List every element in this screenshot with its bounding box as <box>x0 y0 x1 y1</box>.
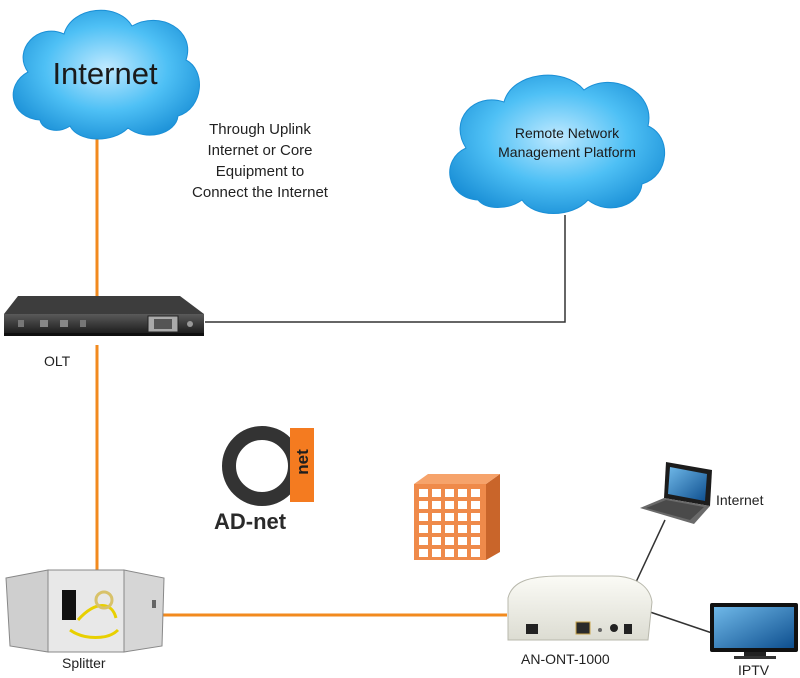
internet-cloud <box>12 9 200 140</box>
building-window <box>458 537 467 545</box>
building-window <box>419 549 428 557</box>
uplink-note-line-3: Equipment to <box>215 163 305 180</box>
tv-label: IPTV <box>738 662 770 678</box>
logo-brand-text: AD-net <box>214 509 287 534</box>
building-window <box>458 549 467 557</box>
uplink-note-line-1: Through Uplink <box>209 121 311 138</box>
adnet-logo <box>222 426 314 506</box>
mgmt-line-olt-platform <box>205 215 566 323</box>
logo-mark-text: net <box>293 449 312 475</box>
building-window <box>445 501 454 509</box>
building-window <box>471 525 480 533</box>
building-window <box>471 537 480 545</box>
building-icon <box>414 474 500 560</box>
logo-bar <box>290 428 314 502</box>
building-window <box>432 537 441 545</box>
ont-label: AN-ONT-1000 <box>521 651 610 667</box>
link-ont-tv <box>649 611 713 634</box>
uplink-note: Through Uplink Internet or Core Equipmen… <box>160 119 360 203</box>
building-window <box>419 489 428 497</box>
remote-platform-line-2: Management Platform <box>498 144 636 160</box>
splitter-cabinet <box>5 569 165 653</box>
building-window <box>419 513 428 521</box>
building-window <box>419 537 428 545</box>
ont-device <box>507 575 653 641</box>
building-window <box>458 513 467 521</box>
building-window <box>445 549 454 557</box>
building-window <box>471 501 480 509</box>
building-window <box>445 489 454 497</box>
building-window <box>419 525 428 533</box>
tv-icon <box>710 603 798 659</box>
building-windows <box>419 489 480 557</box>
building-window <box>445 513 454 521</box>
remote-platform-label: Remote Network Management Platform <box>462 124 672 162</box>
remote-platform-cloud <box>449 74 665 214</box>
internet-cloud-label: Internet <box>52 56 158 91</box>
laptop-label: Internet <box>716 492 764 508</box>
laptop-icon <box>640 462 712 524</box>
uplink-note-line-4: Connect the Internet <box>192 184 328 201</box>
building-window <box>432 549 441 557</box>
splitter-label: Splitter <box>62 655 106 671</box>
building-window <box>471 549 480 557</box>
building-window <box>458 525 467 533</box>
building-window <box>432 513 441 521</box>
building-window <box>458 489 467 497</box>
building-window <box>458 501 467 509</box>
uplink-note-line-2: Internet or Core <box>207 142 313 159</box>
building-window <box>445 537 454 545</box>
building-window <box>432 525 441 533</box>
logo-ring <box>222 426 302 506</box>
building-window <box>432 501 441 509</box>
building-window <box>471 513 480 521</box>
building-window <box>471 489 480 497</box>
building-window <box>419 501 428 509</box>
olt-device <box>4 296 204 336</box>
building-window <box>432 489 441 497</box>
olt-label: OLT <box>44 353 71 369</box>
remote-platform-line-1: Remote Network <box>514 125 620 141</box>
building-window <box>445 525 454 533</box>
